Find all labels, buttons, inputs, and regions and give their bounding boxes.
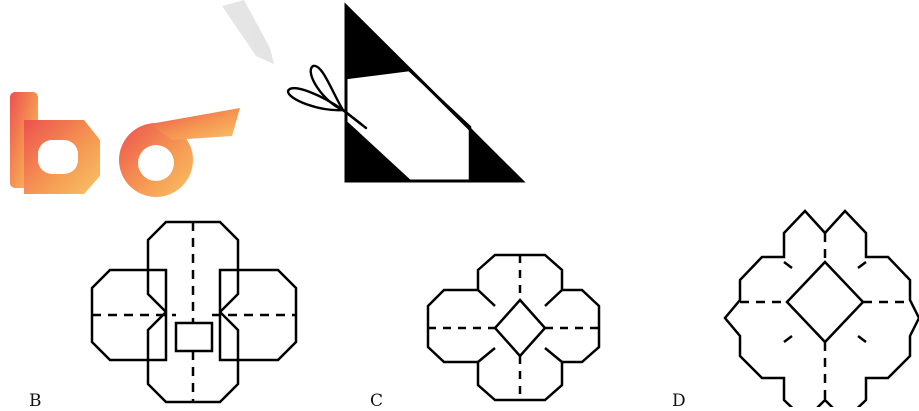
option-c-figure [428, 255, 599, 400]
option-c-label: C [370, 393, 383, 410]
option-d-figure [725, 211, 919, 407]
black-corner-top [346, 6, 409, 78]
option-b-fold-lines [92, 222, 296, 402]
pencil-icon [222, 0, 274, 64]
option-b-center-square [176, 323, 212, 351]
option-c-fold-lines [428, 255, 599, 400]
option-b-label: B [29, 393, 42, 410]
watermark-logo [10, 92, 240, 197]
option-d-outline [725, 211, 919, 407]
option-d-inner-notches [784, 262, 866, 342]
option-d-label: D [672, 393, 686, 410]
logo-b-hole [38, 140, 78, 174]
option-c-outline [428, 255, 599, 400]
logo-o-hole [138, 145, 174, 181]
option-c-center-diamond [495, 300, 545, 356]
folded-paper-figure [346, 6, 522, 181]
option-d-center-diamond [787, 262, 863, 342]
option-b-figure [92, 222, 296, 402]
